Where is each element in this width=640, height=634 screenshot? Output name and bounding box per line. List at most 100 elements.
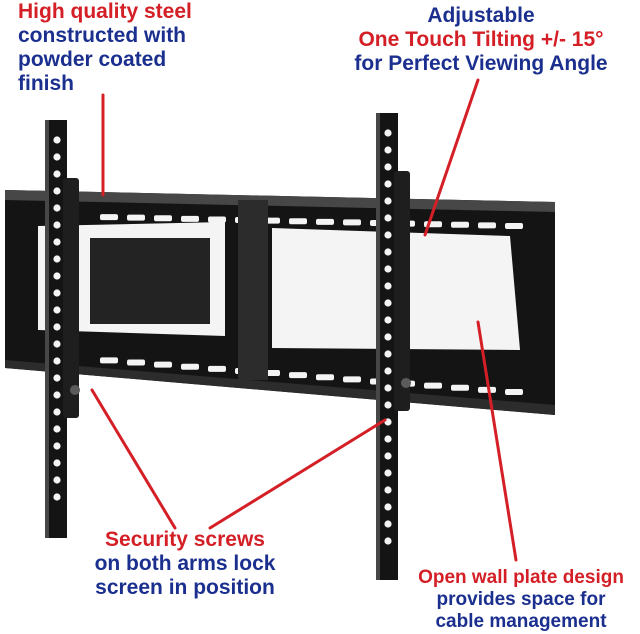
plate-slot-top [478,222,496,229]
callout-leader-lines [90,78,518,562]
right-arm-hole [384,129,392,137]
left-arm-hole [53,374,61,382]
plate-slot-top [127,214,145,221]
plate-slot-bottom [343,376,361,383]
right-arm-hole [384,333,392,341]
plate-slot-top [100,214,118,221]
left-arm-hole [53,459,61,467]
plate-slot-bottom [505,389,523,395]
callout-tilt-line: Adjustable [427,4,535,27]
callout-screws-line: Security screws [105,528,265,551]
right-arm-hole [384,180,392,188]
left-arm-hole [53,442,61,450]
callout-steel-line: finish [18,72,74,95]
callout-plate-line: provides space for [436,589,606,610]
right-arm-bar [376,113,398,580]
left-arm-hole [53,204,61,212]
right-arm-hole [384,537,392,545]
right-arm-hole [384,197,392,205]
left-arm-security-screw [70,385,80,395]
left-arm-hole [53,221,61,229]
right-arm-hole [384,146,392,154]
left-arm-hole [53,323,61,331]
right-mounting-arm [376,113,411,580]
plate-slot-bottom [154,361,172,368]
left-arm-bar-edge [45,120,49,538]
plate-slot-bottom [127,359,145,366]
leader-line [476,320,518,562]
leader-line [208,418,387,530]
left-arm-hole [53,306,61,314]
right-arm-hole [384,248,392,256]
plate-slot-bottom [289,372,307,379]
plate-top-edge [5,190,555,212]
left-arm-hole [53,289,61,297]
callout-plate-line: cable management [435,611,607,632]
right-arm-hole [384,316,392,324]
plate-slot-top [154,215,172,222]
right-arm-hook [394,171,410,411]
right-arm-hole [384,163,392,171]
callout-plate-line: Open wall plate design [418,567,624,588]
callout-tilt-line: One Touch Tilting +/- 15° [358,28,604,51]
leader-line [90,388,177,530]
plate-slot-top [505,223,523,229]
right-arm-hole [384,452,392,460]
callout-tilt-line: for Perfect Viewing Angle [354,52,608,75]
plate-slot-top [451,221,469,228]
plate-slot-bottom [478,386,496,393]
plate-bracket-left [90,238,210,324]
right-arm-security-screw [401,378,411,388]
plate-slot-bottom [100,357,118,364]
left-arm-hole [53,255,61,263]
left-arm-hole [53,493,61,501]
plate-slot-top [343,219,361,226]
right-arm-hole [384,520,392,528]
left-arm-hole [53,153,61,161]
right-arm-hole [384,486,392,494]
right-arm-hole [384,384,392,392]
left-arm-hole [53,136,61,144]
callout-screws-line: screen in position [95,576,275,599]
plate-slot-bottom [316,374,334,381]
left-arm-hole [53,187,61,195]
right-arm-hole [384,231,392,239]
right-arm-hole [384,367,392,375]
left-arm-hole [53,425,61,433]
plate-slot-bottom [451,384,469,391]
plate-slot-top [316,218,334,225]
left-arm-hole [53,238,61,246]
right-arm-hole [384,435,392,443]
plate-slot-bottom [208,365,226,372]
left-arm-hole [53,476,61,484]
right-arm-hole [384,265,392,273]
right-arm-hole [384,401,392,409]
left-arm-hole [53,357,61,365]
right-arm-hole [384,469,392,477]
right-arm-hole [384,282,392,290]
callout-steel-line: constructed with [18,24,187,47]
callout-steel-line: High quality steel [18,0,192,23]
right-arm-hole [384,350,392,358]
left-mounting-arm [45,120,80,538]
plate-bottom-edge [5,360,555,415]
plate-slot-bottom [181,363,199,370]
plate-slot-top [289,218,307,225]
plate-slot-bottom [424,382,442,389]
leader-line [423,78,480,237]
callout-steel-line: powder coated [18,48,167,71]
right-arm-hole [384,299,392,307]
plate-centre-divider [238,200,268,380]
left-arm-hole [53,340,61,348]
callout-screws-line: on both arms lock [94,552,276,575]
right-arm-hole [384,503,392,511]
left-arm-hook [63,178,79,418]
right-arm-hole [384,214,392,222]
wall-plate [5,190,555,415]
left-arm-hole [53,408,61,416]
left-arm-hole [53,272,61,280]
